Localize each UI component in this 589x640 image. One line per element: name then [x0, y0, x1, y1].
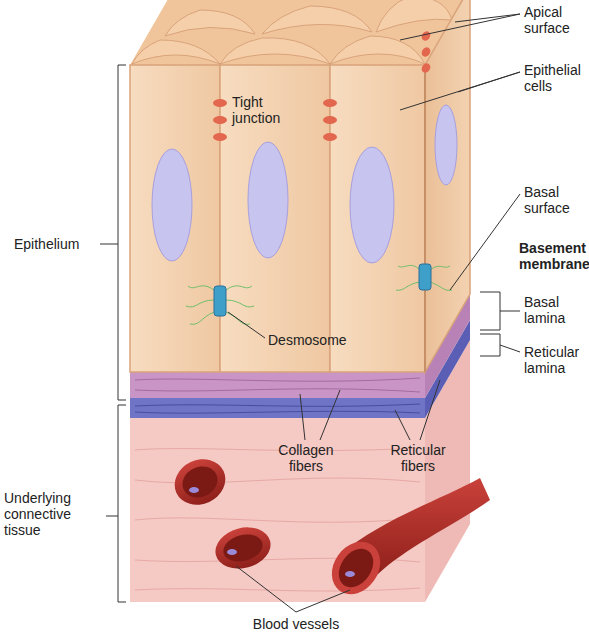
- part-label: Blood vessels: [236, 616, 356, 632]
- leader-lines: [100, 14, 520, 612]
- part-label: Tight junction: [232, 94, 312, 126]
- lamina-fibers: [135, 378, 420, 413]
- cell-tops: [132, 0, 452, 64]
- side-cell: [425, 0, 470, 372]
- part-label: Reticular lamina: [524, 344, 588, 376]
- reticular-lamina-band: [130, 398, 425, 418]
- blood-vessels: [167, 451, 490, 603]
- part-label: Basal lamina: [524, 294, 588, 326]
- epithelial-cells: [130, 65, 425, 372]
- part-label: Basement membrane: [519, 240, 589, 272]
- part-label: Epithelium: [14, 236, 104, 252]
- part-label: Desmosome: [268, 332, 378, 348]
- part-label: Underlying connective tissue: [4, 490, 108, 538]
- basal-lamina-band: [130, 372, 425, 398]
- part-label: Epithelial cells: [524, 62, 588, 94]
- part-label: Basal surface: [524, 184, 588, 216]
- part-label: Reticular fibers: [378, 442, 458, 474]
- part-label: Apical surface: [524, 4, 588, 36]
- part-label: Collagen fibers: [266, 442, 346, 474]
- cell-edge: [424, 65, 426, 372]
- tight-junctions: [213, 30, 432, 141]
- connective-tissue: [130, 418, 425, 602]
- nuclei: [152, 105, 457, 263]
- apical-top: [130, 0, 470, 65]
- desmosomes: [186, 264, 452, 324]
